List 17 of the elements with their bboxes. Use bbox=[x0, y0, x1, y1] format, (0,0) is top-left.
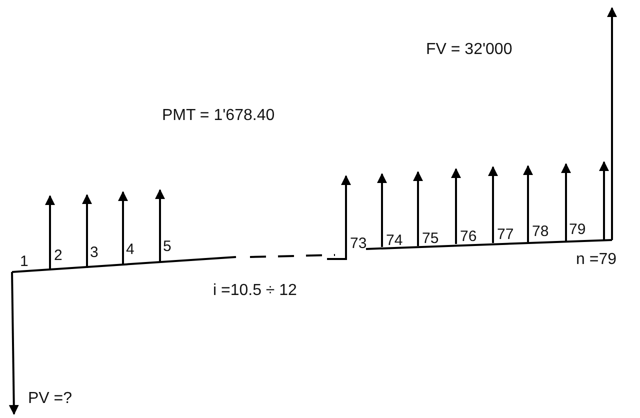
period-number: 76 bbox=[460, 229, 477, 244]
period-number: 74 bbox=[386, 233, 403, 248]
period-number: 3 bbox=[90, 245, 98, 260]
interest-rate-label: i =10.5 ÷ 12 bbox=[213, 283, 297, 299]
period-number: 79 bbox=[569, 222, 586, 237]
period-number: 73 bbox=[350, 236, 367, 251]
period-number: 78 bbox=[532, 224, 549, 239]
amount-label: FV = 32'000 bbox=[426, 42, 512, 58]
amount-label: PMT = 1'678.40 bbox=[162, 108, 275, 124]
period-count-label: n =79 bbox=[576, 252, 616, 268]
period-number: 2 bbox=[54, 248, 62, 263]
period-number: 77 bbox=[497, 227, 514, 242]
period-number: 4 bbox=[126, 242, 134, 257]
period-number: 5 bbox=[163, 239, 172, 254]
period-number: 75 bbox=[422, 231, 439, 246]
period-number: 1 bbox=[20, 254, 28, 269]
amount-label: PV =? bbox=[28, 391, 72, 407]
